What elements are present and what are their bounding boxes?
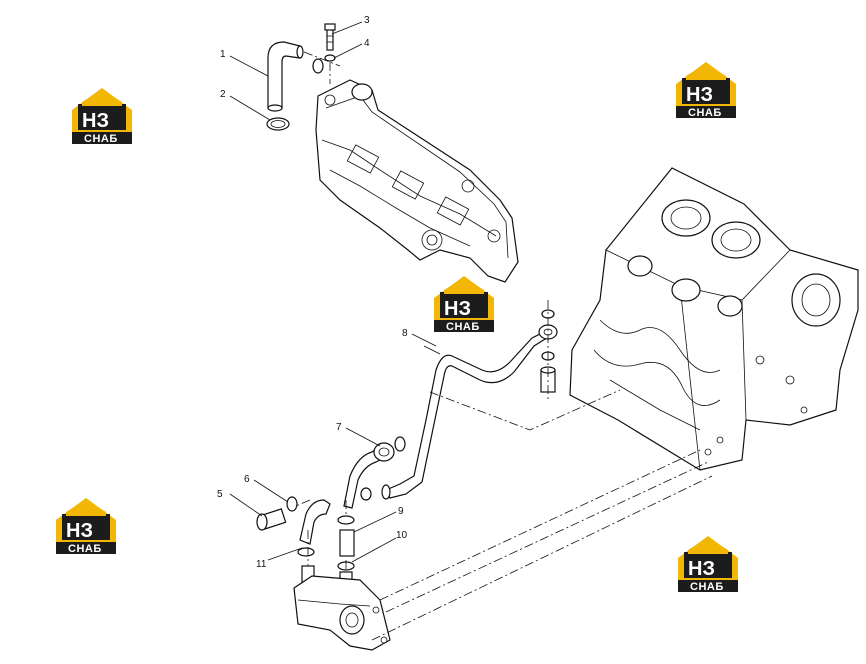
valve-cover (315, 79, 519, 283)
straight-hose (337, 515, 355, 587)
watermark-mark: НЗ (444, 298, 471, 320)
callout-5: 5 (217, 489, 223, 500)
watermark-logo-center: НЗ СНАБ (434, 276, 494, 333)
watermark-logo-top-left: НЗ СНАБ (72, 88, 132, 145)
callout-6: 6 (244, 474, 250, 485)
callout-7: 7 (336, 422, 342, 433)
watermark-mark: НЗ (66, 520, 93, 542)
oil-tube (381, 324, 558, 500)
engine-block (569, 167, 859, 471)
bolt (324, 23, 336, 51)
o-ring-small (312, 58, 324, 74)
sealing-washer (286, 496, 298, 512)
watermark-word: СНАБ (690, 581, 724, 593)
washer (324, 54, 336, 62)
elbow-hose (297, 499, 331, 585)
callout-numbers: 1 2 3 4 5 6 7 8 9 10 11 (217, 15, 408, 570)
drain-plug (256, 508, 287, 531)
breather-hose (267, 41, 304, 112)
callout-9: 9 (398, 506, 404, 517)
callout-leaders (229, 21, 437, 563)
watermark-mark: НЗ (688, 558, 715, 580)
assembly-centerlines (295, 389, 713, 641)
callout-10: 10 (396, 530, 408, 541)
callout-3: 3 (364, 15, 370, 26)
watermark-word: СНАБ (84, 133, 118, 145)
watermark-word: СНАБ (446, 321, 480, 333)
hose-clamp (266, 117, 290, 131)
watermark-logo-bottom-left: НЗ СНАБ (56, 498, 116, 555)
watermark-word: СНАБ (68, 543, 102, 555)
oil-return-tube (343, 436, 406, 509)
callout-8: 8 (402, 328, 408, 339)
watermark-logo-top-right: НЗ СНАБ (676, 62, 736, 119)
watermark-logo-bottom-right: НЗ СНАБ (678, 536, 738, 593)
assembly-axis-hose (303, 51, 341, 67)
callout-4: 4 (364, 38, 370, 49)
callout-1: 1 (220, 49, 226, 60)
watermark-mark: НЗ (686, 84, 713, 106)
callout-11: 11 (256, 559, 267, 570)
watermark-mark: НЗ (82, 110, 109, 132)
oil-separator-housing (293, 575, 391, 651)
callout-2: 2 (220, 89, 226, 100)
watermark-word: СНАБ (688, 107, 722, 119)
